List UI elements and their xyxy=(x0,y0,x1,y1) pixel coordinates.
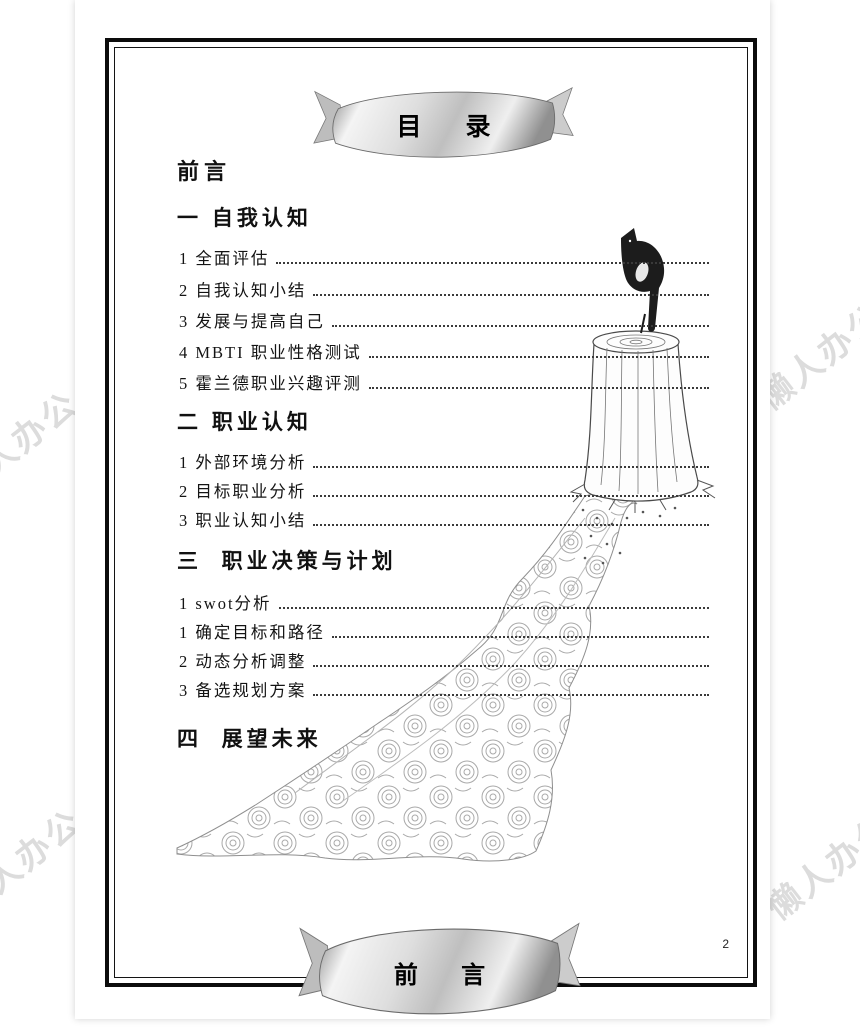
tree-stump xyxy=(569,330,716,565)
toc-item-label: 1 外部环境分析 xyxy=(179,453,307,472)
toc-item: 1 外部环境分析 xyxy=(179,449,709,473)
toc-item: 4 MBTI 职业性格测试 xyxy=(179,339,709,363)
document-page: 目 录 前言 一 自我认知 1 全面评估 2 自我认知小结 3 发展与提高自己 xyxy=(75,0,770,1019)
toc-section-title: 四 展望未来 xyxy=(177,728,322,751)
toc-item-label: 1 swot分析 xyxy=(179,594,272,613)
dot-leader xyxy=(313,466,709,468)
dot-leader xyxy=(313,294,709,296)
dot-leader xyxy=(278,607,709,609)
preface-banner-title: 前 言 xyxy=(393,961,496,989)
dot-leader xyxy=(368,356,709,358)
toc-item: 1 swot分析 xyxy=(179,590,709,614)
toc-item-label: 2 目标职业分析 xyxy=(179,482,307,501)
toc-item-label: 1 全面评估 xyxy=(179,249,270,268)
toc-item: 3 职业认知小结 xyxy=(179,507,709,531)
toc-item-label: 2 自我认知小结 xyxy=(179,281,307,300)
toc-item: 3 发展与提高自己 xyxy=(179,308,709,332)
toc-item: 2 自我认知小结 xyxy=(179,277,709,301)
toc-item-label: 3 备选规划方案 xyxy=(179,681,307,700)
dot-leader xyxy=(313,694,709,696)
ink-speckles xyxy=(581,506,677,565)
toc-item: 2 动态分析调整 xyxy=(179,648,709,672)
toc-section-title: 三 职业决策与计划 xyxy=(177,550,397,573)
preface-banner-ribbon: 前 言 xyxy=(297,916,582,1028)
dot-leader xyxy=(331,636,709,638)
dot-leader xyxy=(276,262,709,264)
toc-item: 1 全面评估 xyxy=(179,245,709,269)
dot-leader xyxy=(313,495,709,497)
toc-item-label: 3 发展与提高自己 xyxy=(179,312,325,331)
toc-preface: 前言 xyxy=(177,159,232,184)
table-of-contents: 前言 一 自我认知 1 全面评估 2 自我认知小结 3 发展与提高自己 4 MB… xyxy=(115,48,747,977)
ribbon-svg xyxy=(313,86,574,158)
stump-bird-stream-illustration xyxy=(115,48,747,977)
toc-banner-title: 目 录 xyxy=(396,113,501,141)
toc-section-title: 二 职业认知 xyxy=(177,411,312,434)
dot-leader xyxy=(331,325,709,327)
toc-item: 3 备选规划方案 xyxy=(179,677,709,701)
page-inner-frame: 目 录 前言 一 自我认知 1 全面评估 2 自我认知小结 3 发展与提高自己 xyxy=(114,47,748,978)
illustration-svg xyxy=(176,228,716,862)
toc-item-label: 1 确定目标和路径 xyxy=(179,623,325,642)
toc-item: 5 霍兰德职业兴趣评测 xyxy=(179,370,709,394)
dot-leader xyxy=(313,665,709,667)
bird-icon xyxy=(621,228,665,334)
dot-leader xyxy=(313,524,709,526)
toc-item: 2 目标职业分析 xyxy=(179,478,709,502)
swirl-stream xyxy=(176,493,638,862)
toc-item-label: 2 动态分析调整 xyxy=(179,652,307,671)
toc-item-label: 4 MBTI 职业性格测试 xyxy=(179,343,362,362)
toc-item: 1 确定目标和路径 xyxy=(179,619,709,643)
ribbon-svg xyxy=(298,922,581,1015)
toc-item-label: 3 职业认知小结 xyxy=(179,511,307,530)
page-number: 2 xyxy=(722,937,729,951)
dot-leader xyxy=(368,387,709,389)
toc-section-title: 一 自我认知 xyxy=(177,207,312,230)
page-border-frame: 目 录 前言 一 自我认知 1 全面评估 2 自我认知小结 3 发展与提高自己 xyxy=(105,38,757,987)
toc-banner-ribbon: 目 录 xyxy=(312,82,575,168)
watermark-bottom-right: 懒人办公 xyxy=(760,806,860,928)
toc-item-label: 5 霍兰德职业兴趣评测 xyxy=(179,374,362,393)
